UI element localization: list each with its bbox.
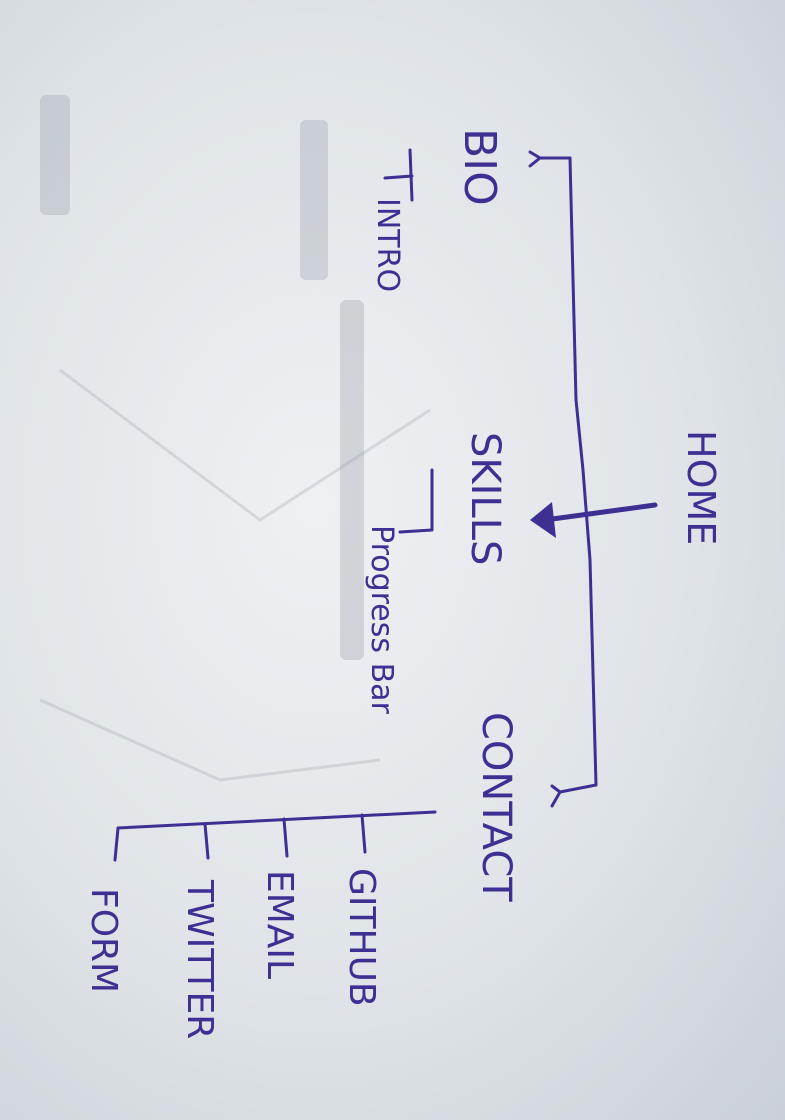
home-to-skills-arrow <box>542 502 658 523</box>
form-label: FORM <box>83 888 124 993</box>
intro-label: INTRO <box>370 198 405 292</box>
bio-label: BIO <box>454 128 505 206</box>
github-label: GITHUB <box>341 868 382 1007</box>
paper-bleed-through <box>39 95 431 782</box>
skills-label: SKILLS <box>462 432 508 565</box>
email-label: EMAIL <box>259 870 300 979</box>
skills-arrowhead <box>530 502 556 538</box>
contact-arrow <box>550 783 598 808</box>
tree-connectors <box>113 148 658 862</box>
main-branch-line <box>568 156 598 787</box>
contact-children-branch <box>113 810 437 862</box>
bio-arrow <box>528 150 572 168</box>
progress-branch <box>398 468 434 534</box>
progress-bar-label: Progress Bar <box>364 525 399 715</box>
contact-label: CONTACT <box>473 712 519 902</box>
home-label: HOME <box>679 430 723 545</box>
twitter-label: TWITTER <box>179 879 220 1039</box>
intro-branch <box>383 148 414 202</box>
